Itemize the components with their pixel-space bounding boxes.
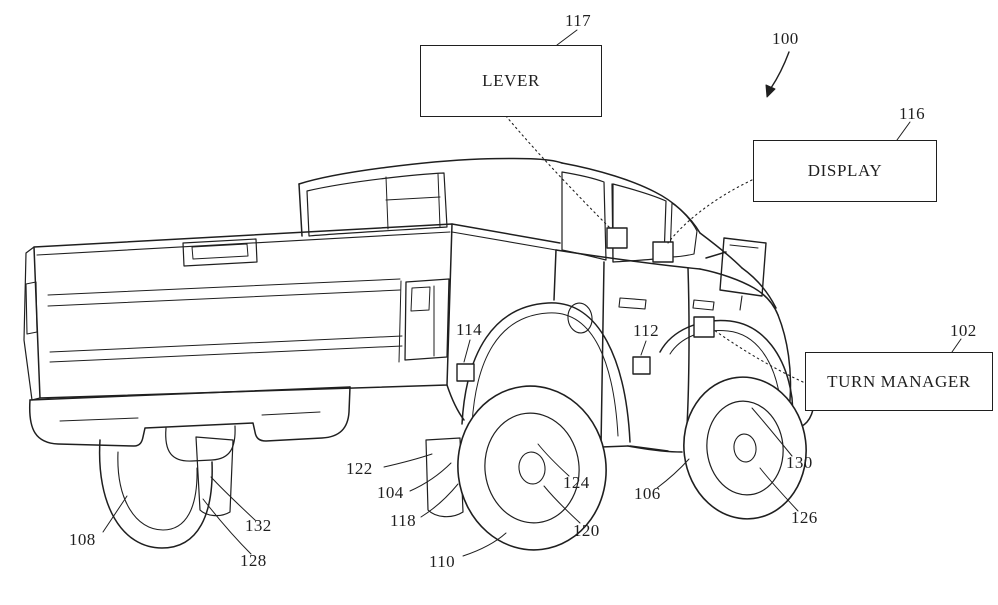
far-rear-wheel — [98, 436, 234, 549]
sensor-marker-114 — [456, 363, 475, 382]
rear-bumper — [28, 386, 351, 462]
rear-wheel — [457, 385, 607, 551]
front-wheel — [683, 376, 807, 520]
leader-132 — [210, 476, 256, 521]
ref-label-130: 130 — [786, 453, 813, 472]
leader-117 — [556, 29, 578, 46]
leader-130 — [751, 407, 793, 457]
display-marker — [652, 241, 674, 263]
leader-102 — [951, 338, 962, 353]
ref-label-100: 100 — [772, 29, 799, 48]
tail-light — [404, 278, 450, 361]
leader-108 — [102, 495, 128, 533]
side-mirror — [705, 237, 767, 311]
lever-box-label: LEVER — [482, 71, 540, 90]
ref-label-108: 108 — [69, 530, 96, 549]
ref-label-116: 116 — [899, 104, 926, 123]
leader-128 — [202, 498, 252, 555]
leader-122 — [383, 453, 433, 468]
leader-turn-manager — [713, 329, 804, 383]
ref-label-112: 112 — [633, 321, 660, 340]
turn-manager-box: TURN MANAGER — [805, 352, 993, 411]
leader-110 — [462, 532, 507, 557]
ref-label-117: 117 — [565, 11, 592, 30]
ref-label-122: 122 — [346, 459, 373, 478]
ref-label-102: 102 — [950, 321, 977, 340]
leader-106 — [656, 458, 690, 489]
leader-lever — [505, 115, 611, 229]
leader-112 — [640, 340, 647, 356]
ref-label-128: 128 — [240, 551, 267, 570]
display-box-label: DISPLAY — [807, 161, 883, 180]
leader-display — [667, 179, 753, 244]
sensor-marker-112 — [632, 356, 651, 375]
leader-114 — [463, 339, 471, 363]
figure-arrow-100 — [765, 51, 790, 98]
ref-label-132: 132 — [245, 516, 272, 535]
leader-124 — [537, 443, 570, 477]
ref-label-114: 114 — [456, 320, 483, 339]
ref-label-106: 106 — [634, 484, 661, 503]
leader-120 — [543, 485, 581, 524]
ref-label-118: 118 — [390, 511, 417, 530]
turn-manager-box-label: TURN MANAGER — [827, 371, 971, 391]
leader-126 — [759, 467, 799, 512]
leader-104 — [409, 462, 452, 492]
ref-label-120: 120 — [573, 521, 600, 540]
ref-label-110: 110 — [429, 552, 456, 571]
display-box: DISPLAY — [753, 140, 937, 202]
lever-marker — [606, 227, 628, 249]
turn-manager-marker — [693, 316, 715, 338]
tailgate — [23, 223, 453, 401]
leader-116 — [896, 121, 911, 141]
ref-label-104: 104 — [377, 483, 404, 502]
ref-label-124: 124 — [563, 473, 590, 492]
lever-box: LEVER — [420, 45, 602, 117]
ref-label-126: 126 — [791, 508, 818, 527]
leader-118 — [420, 483, 459, 518]
mud-flap — [425, 437, 464, 518]
